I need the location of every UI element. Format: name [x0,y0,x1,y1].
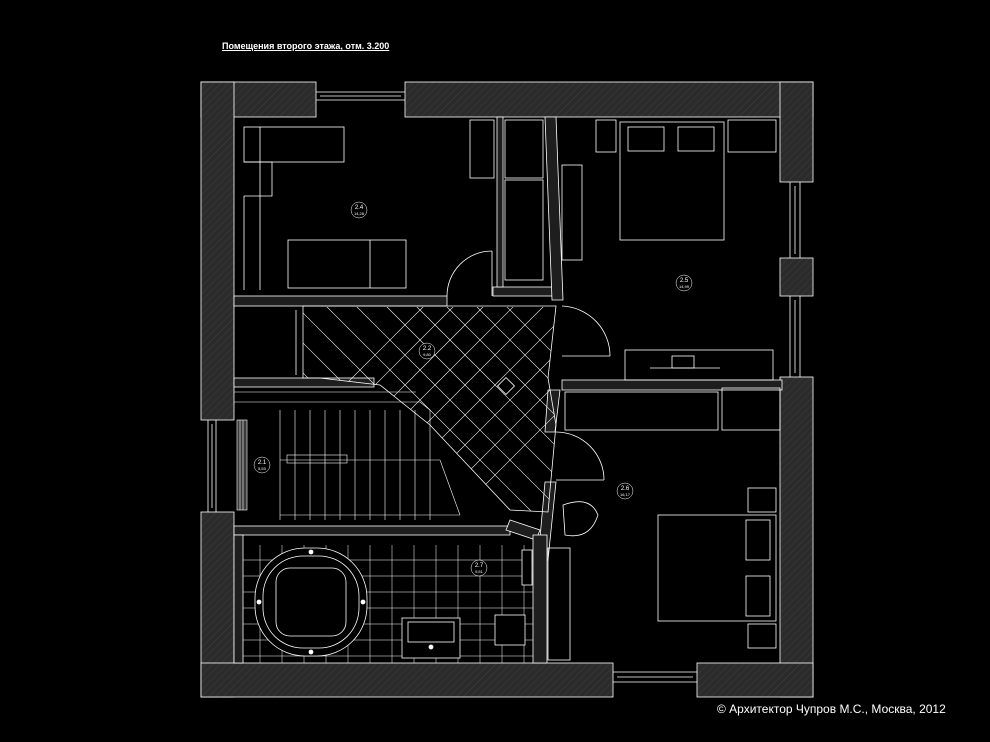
window-right-upper [789,182,801,258]
door-swing-2-5 [561,305,611,357]
windows [207,91,801,683]
desk-2-6 [547,547,571,661]
interior-walls [233,116,783,664]
jacuzzi-jet-top [308,549,314,555]
pillow-left-2-5 [627,126,665,152]
pillow-bottom-2-6 [745,575,771,617]
toilet [494,614,526,646]
desk-return [244,161,273,197]
room-area-2-4: 14,28 [354,211,365,216]
wall-right-top [779,81,814,183]
dresser-2-5 [624,349,774,381]
wall-bath-top [233,525,511,536]
stair-2-1 [234,391,461,520]
hall-2-2-floor [303,307,556,512]
hall-2-2-outline [302,305,557,513]
stair-top-edge [234,401,431,411]
bed-2-4 [287,239,407,289]
vanity-sink [401,617,461,659]
stair-handrail [286,454,348,464]
room-area-2-1: 5,53 [258,466,267,471]
wall-bottom-left [200,662,614,698]
room-2-5-furniture [561,119,777,381]
room-area-2-2: 9,80 [423,352,432,357]
door-swing-2-6 [555,431,605,481]
nightstand-top-2-6 [747,487,777,513]
closet-2-4 [504,179,544,281]
wall-room-2-4-bottom [233,295,448,307]
wall-top-right [404,81,814,118]
bed-2-6 [657,514,777,622]
closet-2-5 [561,164,583,261]
jacuzzi-jet-right [360,599,366,605]
plan-title: Помещения второго этажа, отм. 3.200 [222,41,390,51]
wall-room-2-5-bottom [561,379,783,391]
wall-bath-left [233,534,244,664]
room-label-2-7: 2.7 9,51 [470,559,488,577]
room-number-2-7: 2.7 [475,563,484,569]
towel-rail [521,549,533,586]
wall-right-middle [779,257,814,297]
wall-stair-top [233,377,375,388]
room-number-2-1: 2.1 [258,460,267,466]
nightstand-bottom-2-6 [747,623,777,649]
room-area-2-7: 9,51 [475,569,484,574]
nightstand-left-2-5 [595,119,617,153]
tv-2-5 [671,355,695,369]
cabinet-2-4 [504,119,544,179]
room-label-2-2: 2.2 9,80 [418,342,436,360]
jacuzzi-basin [275,567,347,637]
chair-2-6 [562,501,599,537]
wall-room-2-6-left-upper [544,389,561,433]
door-swing-2-4 [446,250,493,297]
jacuzzi-jet-left [256,599,262,605]
room-area-2-5: 14,99 [679,284,690,289]
room-number-2-5: 2.5 [680,278,689,284]
cabinet-2-6 [721,387,781,431]
jacuzzi-jet-bottom [308,649,314,655]
room-labels: 2.4 14,28 2.5 14,99 2.2 9,80 2.1 5,53 2.… [253,201,693,577]
room-number-2-2: 2.2 [423,346,432,352]
pillow-right-2-5 [677,126,715,152]
bed-2-5 [619,121,725,241]
window-left [207,420,217,512]
hall-2-2-lamp [496,376,516,396]
room-2-4-furniture [243,119,544,297]
wall-room-2-5-left [544,116,564,301]
window-right-lower [789,296,801,377]
window-bottom [613,671,697,683]
room-number-2-6: 2.6 [621,486,630,492]
desk-top [243,126,345,163]
wall-left-upper [200,81,235,421]
wall-bottom-right [696,662,814,698]
room-2-6-furniture [547,387,781,661]
wall-room-2-4-corner [492,286,559,297]
bathroom-2-7-fixtures [254,547,533,659]
wall-bath-right [532,534,548,664]
room-label-2-1: 2.1 5,53 [253,456,271,474]
room-number-2-4: 2.4 [355,205,364,211]
exterior-walls [200,81,814,698]
room-label-2-5: 2.5 14,99 [675,274,693,292]
hall-2-2-elements [295,305,557,513]
window-top [316,91,405,101]
nightstand-right-2-5 [727,119,777,153]
copyright-notice: © Архитектор Чупров М.С., Москва, 2012 [717,702,946,716]
radiator-2-1 [236,419,248,511]
room-label-2-6: 2.6 16,17 [616,482,634,500]
wall-right-lower [779,376,814,698]
wall-room-2-4-right [496,116,504,288]
wardrobe-2-6 [564,391,719,431]
pillow-top-2-6 [745,519,771,561]
room-area-2-6: 16,17 [620,492,631,497]
sink-basin [407,621,455,643]
shelf-2-4 [469,119,495,179]
room-label-2-4: 2.4 14,28 [350,201,368,219]
faucet [428,644,434,650]
